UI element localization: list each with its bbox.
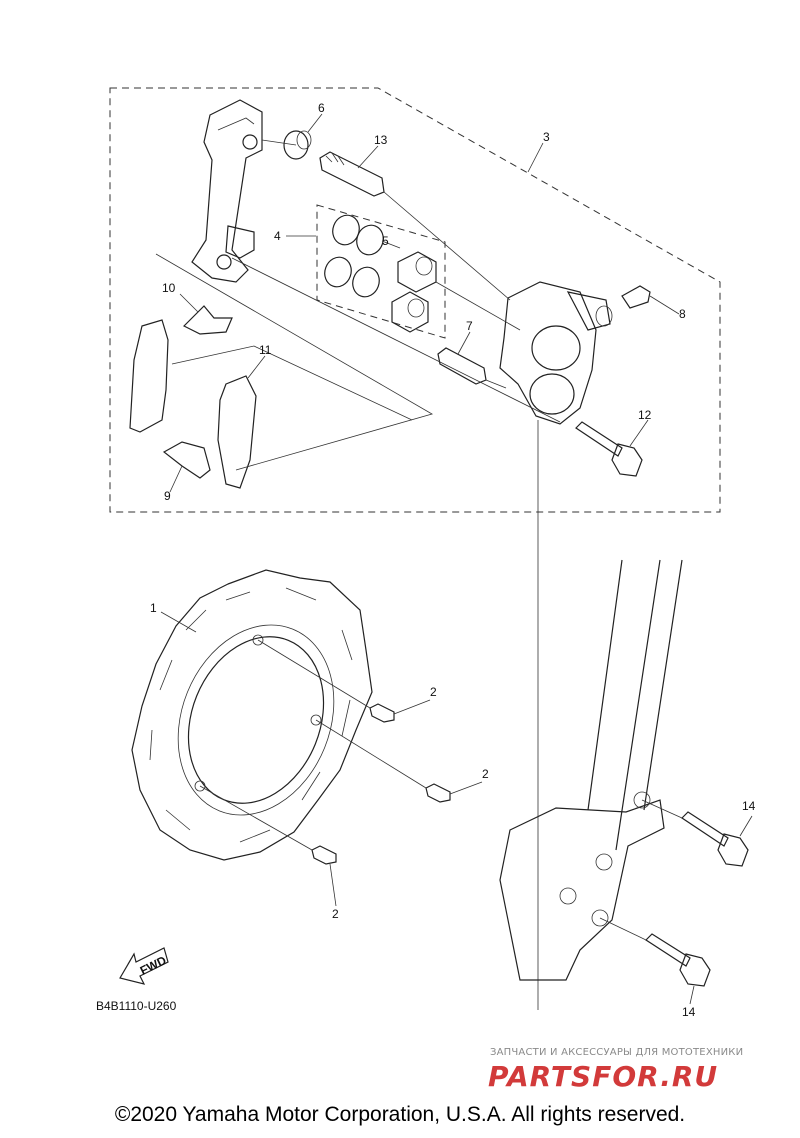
bleed-screw [621, 285, 651, 309]
pad-springs [162, 305, 233, 479]
watermark: ЗАПЧАСТИ И АКСЕССУАРЫ ДЛЯ МОТОТЕХНИКИ PA… [488, 1047, 743, 1093]
callout-10: 10 [162, 281, 176, 295]
callout-12: 12 [638, 408, 652, 422]
seal-kit-boundary [316, 204, 446, 339]
copyright-notice: ©2020 Yamaha Motor Corporation, U.S.A. A… [114, 1103, 686, 1126]
callout-14: 14 [682, 1005, 696, 1019]
callout-2: 2 [482, 767, 489, 781]
boot [283, 130, 312, 160]
callout-9: 9 [164, 489, 171, 503]
callout-13: 13 [374, 133, 388, 147]
callout-leaders [160, 113, 753, 1005]
caliper-pistons [391, 251, 437, 333]
callout-7: 7 [466, 319, 473, 333]
watermark-brand: PARTSFOR.RU [488, 1060, 718, 1093]
caliper-pin [437, 347, 487, 385]
slide-pin [319, 151, 385, 197]
callout-8: 8 [679, 307, 686, 321]
fwd-label: FWD [138, 953, 169, 978]
disc-screws [199, 639, 451, 865]
fork-bolts [599, 799, 749, 987]
callout-5: 5 [382, 234, 389, 248]
callout-3: 3 [543, 130, 550, 144]
caliper-bracket [191, 99, 263, 283]
callout-2: 2 [332, 907, 339, 921]
caliper-assembly-boundary [109, 87, 721, 513]
callout-14: 14 [742, 799, 756, 813]
caliper-body [499, 281, 613, 425]
piston-seals [324, 214, 384, 298]
assembly-guide-lines [155, 139, 561, 1010]
callout-2: 2 [430, 685, 437, 699]
callout-4: 4 [274, 229, 281, 243]
caliper-bolt [575, 421, 643, 477]
brake-disc [131, 569, 373, 861]
watermark-tagline: ЗАПЧАСТИ И АКСЕССУАРЫ ДЛЯ МОТОТЕХНИКИ [490, 1047, 743, 1058]
brake-pads [129, 319, 257, 489]
front-fork [499, 559, 683, 981]
callout-labels: 1 2 2 2 3 4 5 6 7 8 9 10 11 12 13 14 14 [150, 101, 756, 1019]
callout-1: 1 [150, 601, 157, 615]
callout-11: 11 [259, 343, 272, 357]
diagram-code: B4B1110-U260 [96, 999, 177, 1013]
forward-arrow-icon: FWD [119, 947, 169, 985]
callout-6: 6 [318, 101, 325, 115]
